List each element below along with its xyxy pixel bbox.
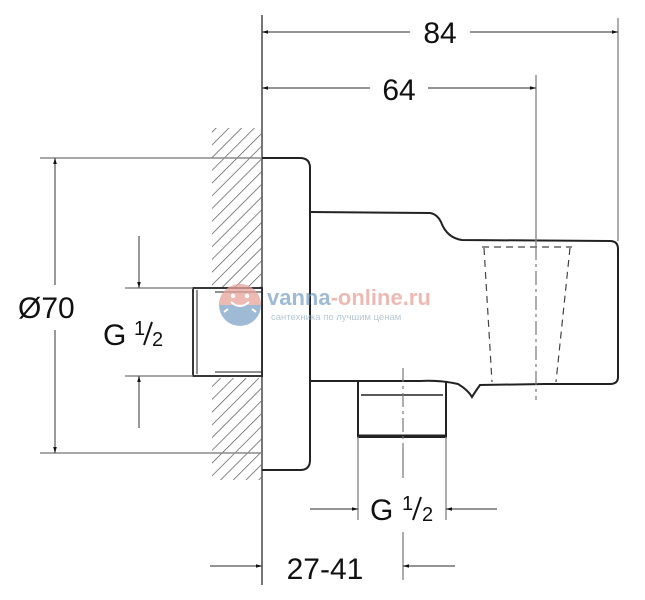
dim-inlet-thread: G 1 2: [103, 318, 163, 352]
dim-diameter: Ø70: [18, 292, 75, 325]
dim-overall-depth: 84: [423, 17, 456, 50]
svg-text:1: 1: [134, 318, 145, 340]
watermark-brand-part2: -online.ru: [331, 285, 431, 310]
svg-text:2: 2: [152, 329, 163, 351]
dim-holder-axis-depth: 64: [382, 74, 415, 107]
watermark-tagline: сантехника по лучшим ценам: [271, 312, 401, 323]
svg-text:G: G: [103, 319, 126, 352]
dimension-labels: 84 64 Ø70 G 1 2 G 1 2 27-41: [18, 17, 457, 586]
watermark: vanna-online.ru сантехника по лучшим цен…: [219, 284, 431, 326]
watermark-logo-icon: [219, 284, 261, 326]
svg-text:2: 2: [422, 504, 433, 526]
dim-outlet-thread: G 1 2: [370, 493, 433, 527]
watermark-brand-part1: vanna: [267, 285, 331, 310]
dim-wall-offset: 27-41: [287, 553, 364, 586]
hidden-cone-lines: [482, 246, 572, 383]
dimension-lines: [53, 30, 618, 568]
svg-text:1: 1: [402, 493, 413, 515]
svg-text:G: G: [370, 494, 393, 527]
body-outline: [262, 157, 619, 471]
extension-lines: [40, 18, 619, 580]
svg-text:vanna-online.ru: vanna-online.ru: [267, 285, 431, 310]
center-lines: [402, 246, 537, 445]
